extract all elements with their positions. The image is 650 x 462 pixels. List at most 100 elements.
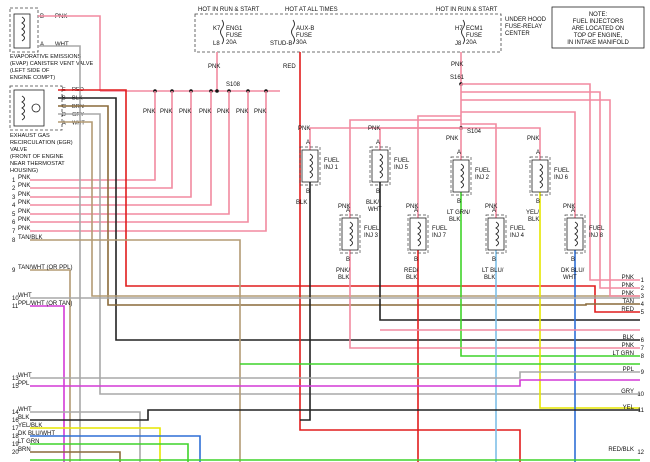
injector-name-2: INJ 7 (432, 233, 447, 239)
left-pin-label-20: BRN (18, 447, 31, 453)
wire-dk-blu-wht (30, 435, 201, 462)
bus-label-pnk-3: PNK (179, 109, 191, 115)
svg-text:FUSE: FUSE (226, 33, 242, 39)
fuse-relay-center-box (194, 13, 502, 53)
right-pin-8: 8 (641, 354, 645, 360)
hot-run-start-label-1: HOT IN RUN & START (198, 7, 260, 13)
right-pin-12: 12 (637, 450, 644, 456)
injector-name-2: INJ 6 (554, 175, 569, 181)
svg-text:STUD-B: STUD-B (270, 41, 292, 47)
left-pin-8: 8 (12, 238, 16, 244)
note-box (551, 6, 645, 49)
svg-text:ENG1: ENG1 (226, 26, 243, 32)
svg-text:30A: 30A (296, 40, 307, 46)
wire-s161-right (461, 83, 640, 281)
injector-name-2: INJ 2 (475, 175, 490, 181)
pin-b: B (492, 257, 496, 263)
splice-s161: S161 (450, 75, 465, 81)
pin-b: B (414, 257, 418, 263)
wire-injector-6-out (539, 192, 640, 409)
wire-injector-5-out (379, 182, 640, 321)
wire-injector-3-out (349, 250, 640, 349)
injector-name-2: INJ 4 (510, 233, 525, 239)
injector-wire-label-2: BLK (449, 217, 460, 223)
injector-name-1: FUEL (432, 226, 448, 232)
right-pin-10: 10 (637, 392, 644, 398)
left-pin-label-19: LT GRN (18, 439, 39, 445)
injector-wire-label-2: WHT (563, 275, 577, 281)
bus-label-pnk-4: PNK (199, 109, 211, 115)
evap-label-3: (LEFT SIDE OF (10, 68, 50, 74)
wire-injector-2-out (460, 192, 640, 357)
injector-name-1: FUEL (324, 158, 340, 164)
injector-name-1: FUEL (510, 226, 526, 232)
left-pin-label-18: DK BLU/WHT (18, 431, 55, 437)
injector-name-2: INJ 8 (589, 233, 604, 239)
left-pin-9: 9 (12, 268, 16, 274)
wire-tan-blk (30, 239, 241, 462)
pin-b: B (457, 199, 461, 205)
note-line-1: NOTE: (589, 12, 608, 18)
pin-a: A (414, 208, 418, 214)
left-pin-label-16: BLK (18, 415, 29, 421)
wire-blk-16 (30, 409, 640, 421)
pin-a: A (536, 150, 540, 156)
wire-evap-pnk (38, 15, 101, 91)
left-pin-6: 6 (12, 220, 16, 226)
left-pin-label-6: PNK (18, 217, 30, 223)
injector-pnk-label-2: PNK (368, 126, 380, 132)
left-pin-10: 10 (12, 296, 19, 302)
injector-wire-label: LT GRN/ (447, 210, 470, 216)
left-pin-13: 13 (12, 376, 19, 382)
egr-label-1: EXHAUST GAS (10, 133, 50, 139)
hot-all-times-label: HOT AT ALL TIMES (285, 7, 338, 13)
svg-text:FUSE: FUSE (466, 33, 482, 39)
right-pin-5: 5 (641, 310, 645, 316)
wire-pink-drop-7 (30, 91, 267, 232)
wire-s161-right-2 (461, 91, 640, 289)
svg-text:K7: K7 (213, 26, 221, 32)
evap-vent-valve: B PNK A WHT (9, 7, 69, 53)
egr-label-4: (FRONT OF ENGINE (10, 154, 64, 160)
injector-name-2: INJ 5 (394, 165, 409, 171)
wire-egr-brn (58, 105, 640, 306)
fuse-eng1: K7 ENG1 FUSE L8 20A (213, 19, 243, 47)
left-pin-4: 4 (12, 203, 16, 209)
left-pin-label-15: PPL (18, 381, 30, 387)
pin-a: A (457, 150, 461, 156)
right-pin-label-12: RED/BLK (608, 447, 634, 453)
injector-pnk-label-7: PNK (485, 204, 497, 210)
svg-text:A: A (40, 42, 44, 48)
egr-wire-gry: GRY (72, 112, 84, 118)
wire-egr-blk (58, 97, 640, 341)
wire-pink-drop-4 (30, 91, 212, 206)
wire-left-wht-13 (30, 371, 640, 379)
wire-s161-right-3 (461, 99, 640, 297)
injector-wire-label: BLK (296, 200, 307, 206)
injector-wire-label-2: BLK (528, 217, 539, 223)
label-red-auxb: RED (283, 64, 296, 70)
fuse-ecm1: H7 ECM1 FUSE J8 20A (455, 19, 483, 47)
egr-wire-wht: WHT (72, 121, 85, 127)
label-pnk-ecm1: PNK (451, 62, 463, 68)
injector-wire-label-2: BLK (338, 275, 349, 281)
egr-valve (9, 85, 63, 131)
wire-layer (30, 15, 640, 462)
egr-label-6: HOUSING) (10, 168, 38, 174)
bus-label-pnk-1: PNK (143, 109, 155, 115)
svg-text:AUX-B: AUX-B (296, 26, 314, 32)
pin-b: B (376, 189, 380, 195)
right-pin-label-1: PNK (622, 275, 634, 281)
note-line-2: FUEL INJECTORS (573, 19, 624, 25)
left-pin-label-2: PNK (18, 183, 30, 189)
injector-name-1: FUEL (554, 168, 570, 174)
injector-pnk-label-6: PNK (406, 204, 418, 210)
left-pin-label-3: PNK (18, 192, 30, 198)
splice-s104: S104 (467, 129, 482, 135)
left-pin-3: 3 (12, 195, 16, 201)
right-pin-label-4: TAN (622, 299, 634, 305)
